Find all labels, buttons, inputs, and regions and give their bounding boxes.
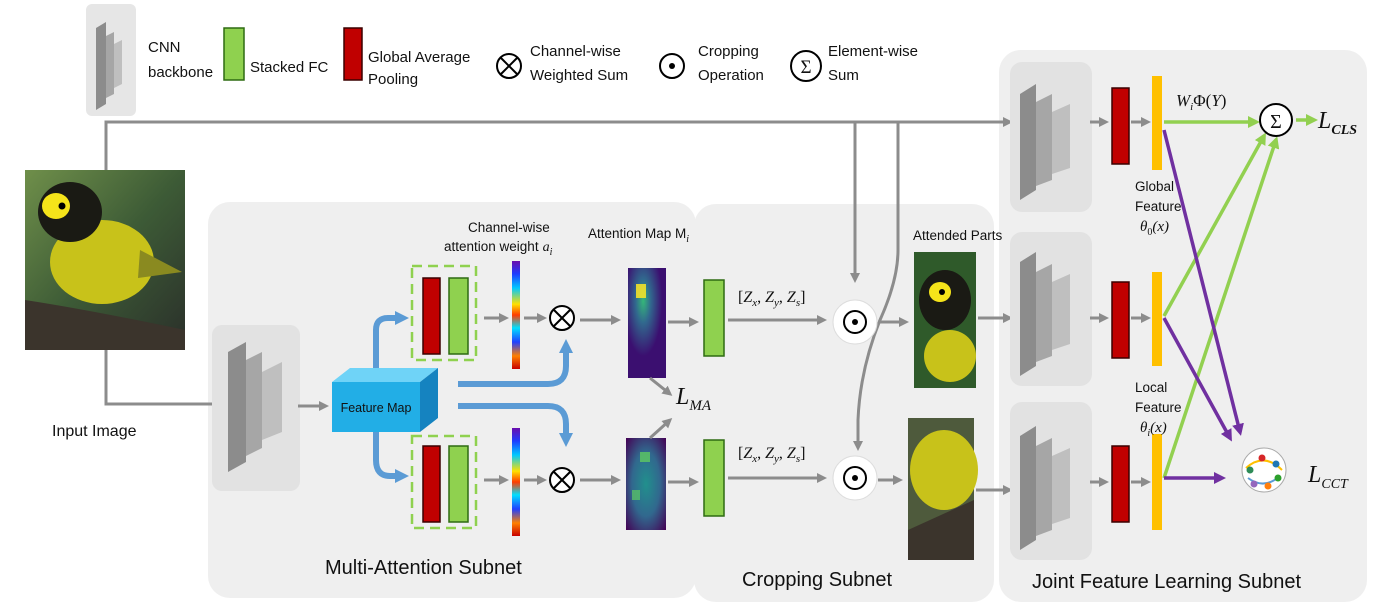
attention-map-top — [628, 268, 666, 378]
channel-weighted-sum-top — [549, 305, 575, 331]
cropping-branch-bottom — [703, 313, 1013, 560]
svg-text:Σ: Σ — [800, 57, 811, 78]
local-theta-label: θi(x) — [1140, 420, 1167, 439]
lma-arrows — [648, 376, 673, 440]
joint-subnet-title: Joint Feature Learning Subnet — [1032, 571, 1302, 593]
input-image-label: Input Image — [52, 423, 137, 440]
attended-part-bottom — [908, 418, 978, 560]
channel-weighted-sum-bottom — [549, 467, 575, 493]
multi-attention-cnn — [212, 325, 300, 491]
channel-weight-vector-bottom — [512, 428, 520, 536]
attended-parts-label: Attended Parts — [913, 228, 1003, 243]
input-image — [25, 170, 185, 350]
channel-weight-vector-top — [512, 261, 520, 369]
lcls-loss-label: LCLS — [1317, 108, 1357, 138]
global-feature-vector — [1152, 76, 1162, 170]
bottom-attention-branch — [410, 428, 699, 536]
weighted-phi-label: WiΦ(Y) — [1176, 91, 1226, 113]
joint-cnn-global — [1010, 62, 1162, 212]
legend-fc-label: Stacked FC — [250, 59, 329, 76]
joint-cnn-local-2 — [1010, 402, 1162, 560]
multi-attention-panel — [208, 202, 696, 598]
gap-block-local-1 — [1111, 281, 1130, 359]
blue-arrows — [373, 311, 573, 483]
fc-block-bottom — [448, 445, 469, 523]
purple-cct-arrows — [1162, 129, 1244, 484]
lcct-loss-label: LCCT — [1307, 462, 1349, 492]
attention-map-label: Attention Map Mi — [588, 226, 689, 245]
attended-part-top — [914, 252, 976, 388]
attention-map-bottom — [626, 438, 666, 530]
gap-block-global — [1111, 87, 1130, 165]
local-feature-vector-1 — [1152, 272, 1162, 366]
top-attention-branch — [410, 261, 699, 378]
cropping-branch-top — [703, 252, 976, 388]
zxyz-top-label: [Zx, Zy, Zs] — [738, 289, 805, 309]
cropping-operation-legend-icon — [659, 53, 685, 79]
svg-text:Σ: Σ — [1270, 111, 1282, 133]
green-sum-arrows — [1162, 114, 1318, 479]
fc-block-crop-top — [703, 279, 725, 357]
gap-block-top — [422, 277, 441, 355]
input-trunk-arrows — [104, 117, 1013, 451]
element-wise-sum-legend-icon: Σ — [790, 50, 822, 82]
multi-attention-subnet-title: Multi-Attention Subnet — [325, 557, 522, 579]
gap-legend-icon — [343, 27, 363, 81]
lma-loss-label: LMA — [675, 384, 712, 414]
fc-block-crop-bottom — [703, 439, 725, 517]
gap-block-bottom — [422, 445, 441, 523]
stacked-fc-legend-icon — [223, 27, 245, 81]
local-feature-vector-2 — [1152, 434, 1162, 530]
global-theta-label: θ0(x) — [1140, 219, 1169, 238]
feature-map-block: Feature Map — [332, 368, 438, 432]
cropping-subnet-title: Cropping Subnet — [742, 569, 893, 591]
joint-cnn-local-1 — [1010, 232, 1162, 386]
zxyz-bottom-label: [Zx, Zy, Zs] — [738, 445, 805, 465]
gap-block-local-2 — [1111, 445, 1130, 523]
element-wise-sum-node: Σ — [1259, 103, 1293, 137]
channel-weighted-sum-legend-icon — [496, 53, 522, 79]
feature-map-label: Feature Map — [341, 401, 412, 415]
cnn-legend-icon — [96, 22, 122, 110]
fc-block-top — [448, 277, 469, 355]
cct-cluster-icon — [1241, 447, 1287, 493]
